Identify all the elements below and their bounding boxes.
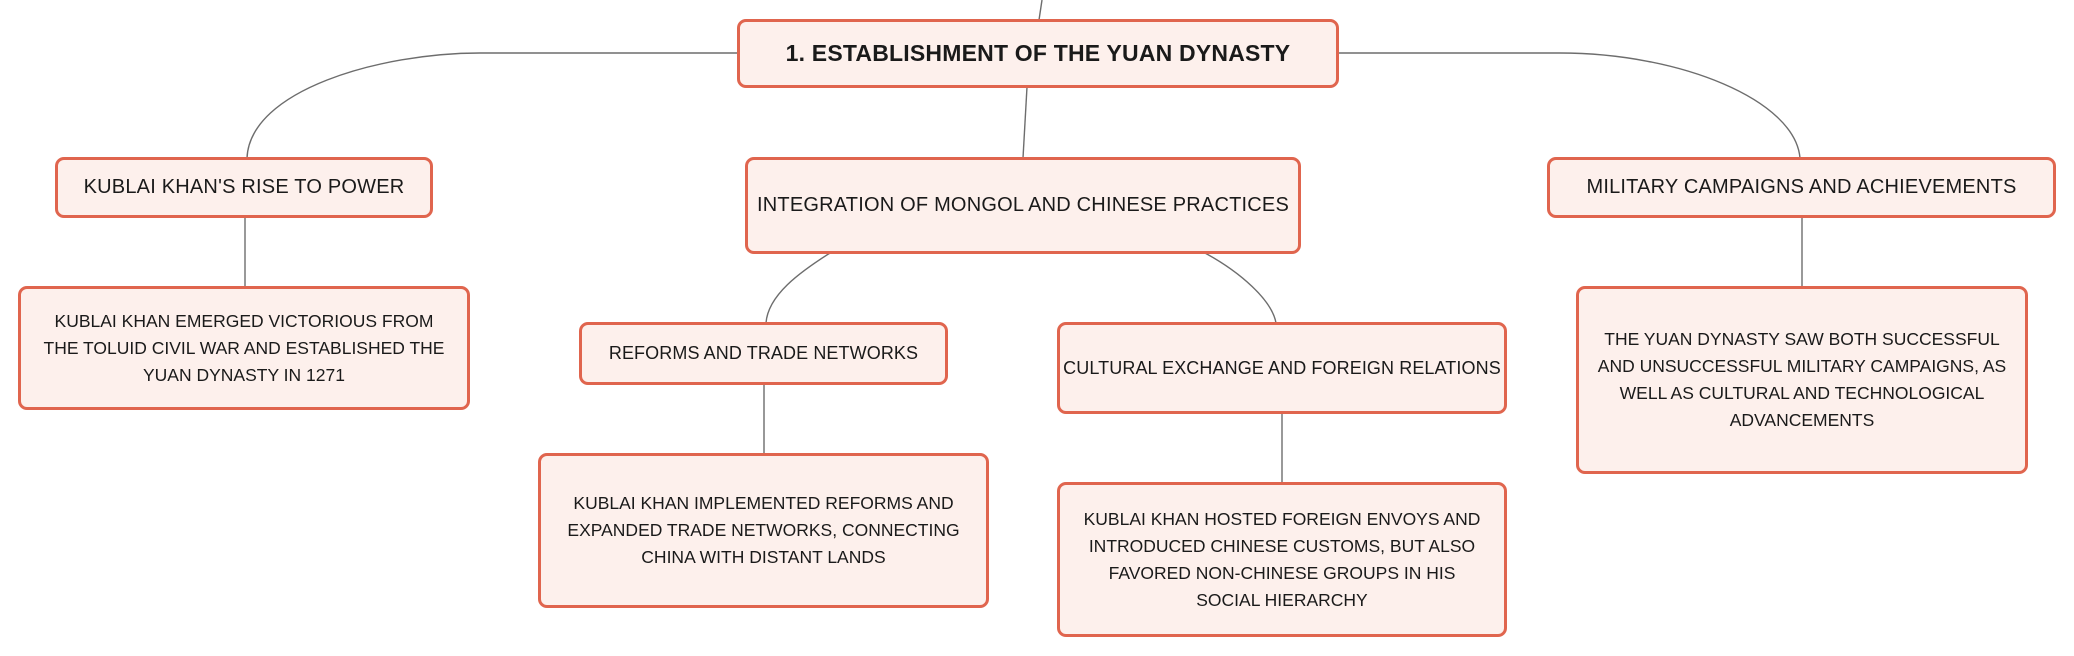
detail-text: KUBLAI KHAN EMERGED VICTORIOUS FROM THE …	[43, 310, 445, 385]
detail-reforms-and-trade-networks[interactable]: KUBLAI KHAN IMPLEMENTED REFORMS AND EXPA…	[538, 453, 989, 608]
topic-integration-of-mongol-and-chinese-practices[interactable]: INTEGRATION OF MONGOL AND CHINESE PRACTI…	[745, 157, 1301, 254]
detail-text: THE YUAN DYNASTY SAW BOTH SUCCESSFUL AND…	[1597, 329, 2007, 430]
detail-text: KUBLAI KHAN IMPLEMENTED REFORMS AND EXPA…	[567, 493, 960, 567]
topic-military-campaigns-and-achievements[interactable]: MILITARY CAMPAIGNS AND ACHIEVEMENTS	[1547, 157, 2056, 218]
topic-label: REFORMS AND TRADE NETWORKS	[608, 343, 919, 363]
topic-label: INTEGRATION OF MONGOL AND CHINESE PRACTI…	[757, 194, 1289, 216]
connector-root-to-integration	[1022, 86, 1028, 159]
connector-integration-to-reforms	[765, 252, 831, 324]
connector-parent-to-root	[1038, 0, 1043, 21]
topic-reforms-and-trade-networks[interactable]: REFORMS AND TRADE NETWORKS	[579, 322, 948, 385]
topic-label: MILITARY CAMPAIGNS AND ACHIEVEMENTS	[1586, 176, 2017, 198]
detail-kublai-khans-rise-to-power[interactable]: KUBLAI KHAN EMERGED VICTORIOUS FROM THE …	[18, 286, 470, 410]
root-topic[interactable]: 1. ESTABLISHMENT OF THE YUAN DYNASTY	[737, 19, 1339, 88]
connector-root-to-military	[1337, 52, 1801, 159]
topic-cultural-exchange-and-foreign-relations[interactable]: CULTURAL EXCHANGE AND FOREIGN RELATIONS	[1057, 322, 1507, 414]
topic-label: CULTURAL EXCHANGE AND FOREIGN RELATIONS	[1063, 357, 1501, 378]
connector-root-to-rise-to-power	[246, 52, 738, 159]
topic-label: KUBLAI KHAN'S RISE TO POWER	[83, 176, 405, 198]
detail-military-campaigns-and-achievements[interactable]: THE YUAN DYNASTY SAW BOTH SUCCESSFUL AND…	[1576, 286, 2028, 474]
detail-text: KUBLAI KHAN HOSTED FOREIGN ENVOYS AND IN…	[1083, 508, 1481, 610]
connector-integration-to-cultural	[1204, 252, 1277, 324]
detail-cultural-exchange-and-foreign-relations[interactable]: KUBLAI KHAN HOSTED FOREIGN ENVOYS AND IN…	[1057, 482, 1507, 637]
root-topic-label: 1. ESTABLISHMENT OF THE YUAN DYNASTY	[785, 40, 1291, 66]
topic-kublai-khans-rise-to-power[interactable]: KUBLAI KHAN'S RISE TO POWER	[55, 157, 433, 218]
